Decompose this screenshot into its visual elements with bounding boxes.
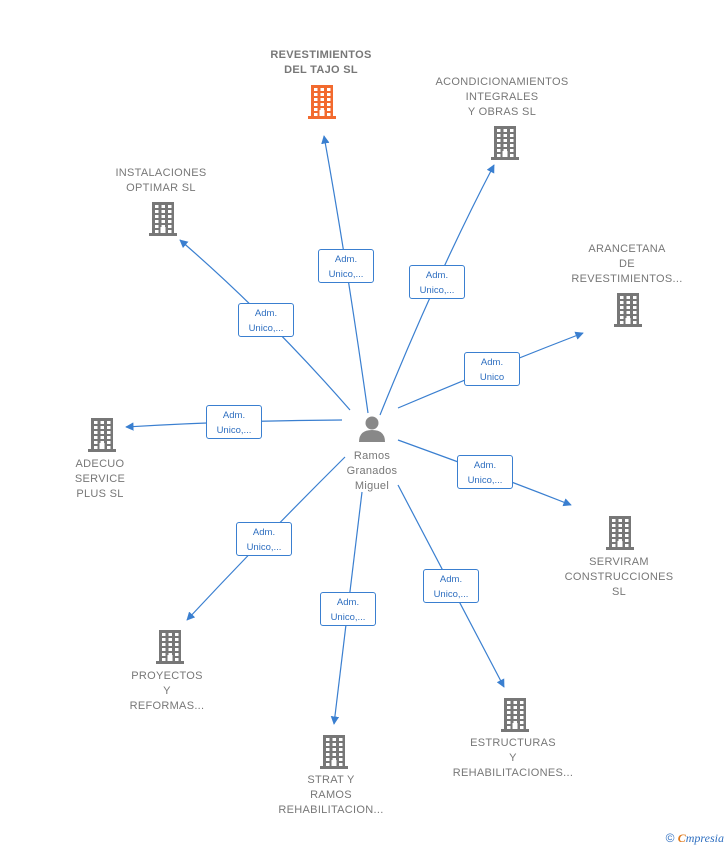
- brand-name: mpresia: [685, 831, 724, 845]
- company-label-revestimientos-tajo[interactable]: REVESTIMIENTOS DEL TAJO SL: [270, 48, 371, 78]
- role-badge-line: Adm.: [480, 357, 504, 368]
- company-label-estructuras[interactable]: ESTRUCTURAS Y REHABILITACIONES...: [453, 736, 573, 781]
- company-label-acondicionamientos[interactable]: ACONDICIONAMIENTOS INTEGRALES Y OBRAS SL: [436, 75, 569, 120]
- company-label-line: REHABILITACION...: [278, 804, 384, 816]
- company-label-line: PROYECTOS: [131, 670, 203, 682]
- company-label-instalaciones[interactable]: INSTALACIONES OPTIMAR SL: [115, 166, 206, 196]
- company-label-line: CONSTRUCCIONES: [564, 571, 674, 583]
- company-label-line: REVESTIMIENTOS: [270, 49, 372, 61]
- company-label-line: RAMOS: [310, 789, 352, 801]
- building-icon-estructuras[interactable]: [501, 698, 529, 732]
- copyright-symbol: ©: [665, 831, 675, 845]
- company-label-adecuo[interactable]: ADECUO SERVICE PLUS SL: [75, 457, 125, 502]
- company-label-line: Y OBRAS SL: [467, 106, 537, 118]
- company-label-line: Y: [509, 752, 517, 764]
- role-badge-line: Adm.: [222, 410, 246, 421]
- company-label-strat-ramos[interactable]: STRAT Y RAMOS REHABILITACION...: [278, 773, 383, 818]
- company-label-line: REVESTIMIENTOS...: [571, 273, 683, 285]
- company-label-line: PLUS SL: [76, 488, 124, 500]
- building-icon-proyectos[interactable]: [156, 630, 184, 664]
- person-name-line-1: Ramos: [353, 450, 391, 462]
- company-label-line: Y: [163, 685, 171, 697]
- company-label-serviram[interactable]: SERVIRAM CONSTRUCCIONES SL: [565, 555, 674, 600]
- company-label-line: ARANCETANA: [588, 243, 666, 255]
- role-badge-line: Adm.: [336, 597, 360, 608]
- brand-initial: C: [677, 831, 686, 845]
- company-label-arancetana[interactable]: ARANCETANA DE REVESTIMIENTOS...: [571, 242, 682, 287]
- building-icon-arancetana[interactable]: [614, 293, 642, 327]
- role-badge-line: Unico,...: [433, 589, 469, 600]
- company-label-line: SL: [611, 586, 627, 598]
- building-icon-revestimientos-tajo[interactable]: [308, 85, 336, 119]
- role-badge-strat-ramos[interactable]: Adm. Unico,...: [320, 592, 376, 626]
- role-badge-line: Adm.: [334, 254, 358, 265]
- company-label-line: INTEGRALES: [465, 91, 539, 103]
- role-badge-estructuras[interactable]: Adm. Unico,...: [423, 569, 479, 603]
- company-label-line: INSTALACIONES: [115, 167, 207, 179]
- role-badge-revestimientos-tajo[interactable]: Adm. Unico,...: [318, 249, 374, 283]
- role-badge-line: Adm.: [473, 460, 497, 471]
- role-badge-line: Adm.: [425, 270, 449, 281]
- person-name-line-2: Granados: [346, 465, 398, 477]
- person-name-line-3: Miguel: [354, 480, 390, 492]
- role-badge-serviram[interactable]: Adm. Unico,...: [457, 455, 513, 489]
- person-icon[interactable]: [359, 416, 385, 443]
- role-badge-line: Unico: [479, 372, 505, 383]
- person-name[interactable]: Ramos Granados Miguel: [334, 449, 410, 494]
- role-badge-line: Unico,...: [248, 323, 284, 334]
- role-badge-line: Unico,...: [216, 425, 252, 436]
- company-label-line: ESTRUCTURAS: [470, 737, 556, 749]
- building-icon-adecuo[interactable]: [88, 418, 116, 452]
- role-badge-line: Adm.: [439, 574, 463, 585]
- company-label-line: REFORMAS...: [129, 700, 205, 712]
- role-badge-line: Unico,...: [328, 269, 364, 280]
- company-label-line: STRAT Y: [307, 774, 355, 786]
- company-label-line: SERVICE: [74, 473, 126, 485]
- company-label-line: ADECUO: [75, 458, 125, 470]
- building-icon-acondicionamientos[interactable]: [491, 126, 519, 160]
- building-icon-serviram[interactable]: [606, 516, 634, 550]
- company-label-line: DE: [619, 258, 635, 270]
- footer-brand[interactable]: © Cmpresia: [666, 831, 724, 846]
- role-badge-line: Adm.: [254, 308, 278, 319]
- building-icon-strat-ramos[interactable]: [320, 735, 348, 769]
- company-label-line: ACONDICIONAMIENTOS: [435, 76, 569, 88]
- role-badge-line: Unico,...: [246, 542, 282, 553]
- role-badge-proyectos[interactable]: Adm. Unico,...: [236, 522, 292, 556]
- role-badge-line: Unico,...: [330, 612, 366, 623]
- role-badge-arancetana[interactable]: Adm. Unico: [464, 352, 520, 386]
- role-badge-acondicionamientos[interactable]: Adm. Unico,...: [409, 265, 465, 299]
- role-badge-line: Unico,...: [467, 475, 503, 486]
- company-label-line: OPTIMAR SL: [126, 182, 196, 194]
- company-label-line: SERVIRAM: [589, 556, 649, 568]
- role-badge-line: Adm.: [252, 527, 276, 538]
- building-icon-instalaciones[interactable]: [149, 202, 177, 236]
- role-badge-instalaciones[interactable]: Adm. Unico,...: [238, 303, 294, 337]
- company-label-proyectos[interactable]: PROYECTOS Y REFORMAS...: [130, 669, 205, 714]
- role-badge-adecuo[interactable]: Adm. Unico,...: [206, 405, 262, 439]
- company-label-line: REHABILITACIONES...: [452, 767, 574, 779]
- role-badge-line: Unico,...: [419, 285, 455, 296]
- company-label-line: DEL TAJO SL: [284, 64, 358, 76]
